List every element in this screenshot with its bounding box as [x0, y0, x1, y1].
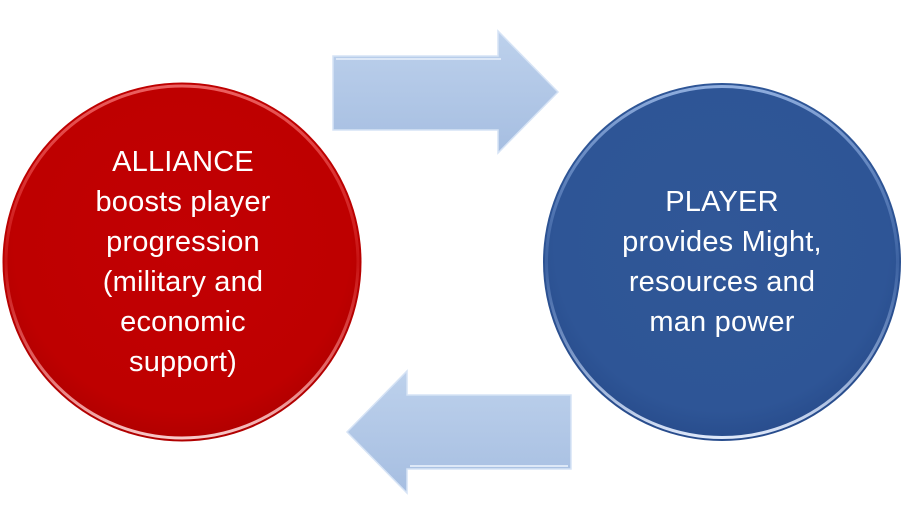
alliance-line: economic — [120, 306, 246, 338]
arrow-left-shape — [345, 369, 572, 495]
player-label: PLAYER provides Might, resources and man… — [572, 182, 872, 342]
alliance-line: (military and — [102, 266, 264, 298]
player-node — [543, 83, 901, 441]
arrow-right — [332, 29, 560, 155]
alliance-circle-rim — [4, 84, 360, 440]
player-line: provides Might, — [622, 226, 822, 258]
alliance-circle — [2, 82, 362, 442]
player-title: PLAYER — [665, 186, 779, 218]
alliance-line: boosts player — [95, 186, 271, 218]
player-circle — [543, 83, 901, 441]
player-line: resources and — [628, 266, 816, 298]
player-line: man power — [649, 306, 795, 338]
alliance-title: ALLIANCE — [112, 146, 254, 178]
player-circle-rim — [545, 85, 899, 439]
alliance-line: support) — [129, 346, 237, 378]
arrow-right-shape — [332, 29, 560, 155]
alliance-label: ALLIANCE boosts player progression (mili… — [33, 142, 333, 382]
alliance-node — [2, 82, 362, 442]
arrow-left — [345, 369, 572, 495]
alliance-line: progression — [106, 226, 260, 258]
